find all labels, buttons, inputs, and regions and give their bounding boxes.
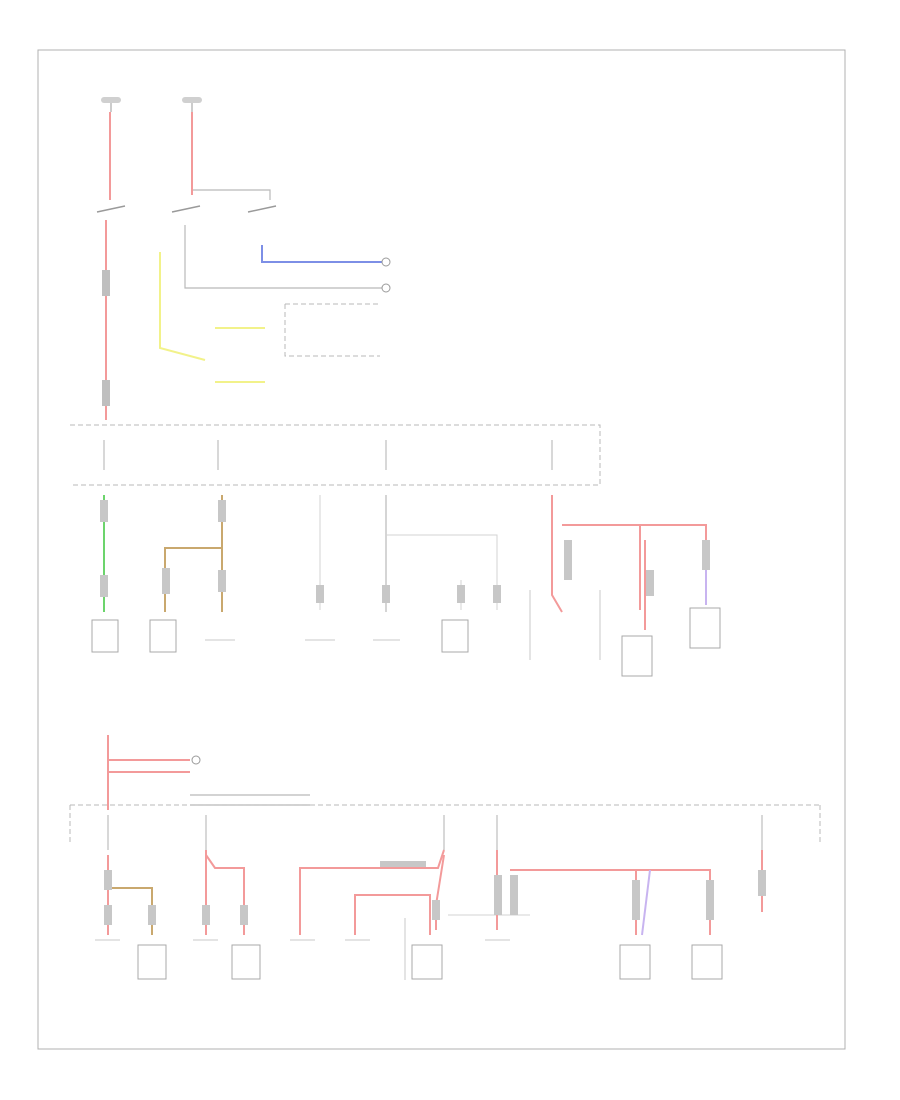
ignition-switch-bar <box>192 189 271 200</box>
diagram-frame <box>37 49 846 1050</box>
component-ticks-row-2 <box>95 918 510 980</box>
connector-gray-end <box>381 283 391 293</box>
wire-gray-bus <box>190 794 310 806</box>
wire-blue <box>261 245 382 263</box>
wire-yellow-main <box>159 252 206 361</box>
wire-tan <box>164 547 222 612</box>
components-row-1 <box>91 607 721 677</box>
ignition-switch-contacts <box>96 205 277 213</box>
connectors-main <box>102 270 110 406</box>
connectors-row-1 <box>100 500 710 603</box>
wire-red-b6 <box>496 850 711 935</box>
fuse-block-1-taps <box>103 440 553 470</box>
wire-red-b2 <box>205 850 245 935</box>
connector-bottom-end <box>191 755 201 765</box>
wire-red-b4 <box>354 894 431 935</box>
relay-box-outline <box>284 303 380 357</box>
wire-red-bottom-feed <box>107 735 190 810</box>
wire-tan-b1 <box>108 887 153 935</box>
power-source-1 <box>101 97 121 112</box>
wire-blue-b7 <box>641 869 651 936</box>
wire-red-right-drop <box>639 525 646 630</box>
fuse-block-2-outline <box>69 804 821 845</box>
wire-thin-mid-3 <box>386 534 498 610</box>
fuse-block-2-taps <box>107 815 763 850</box>
component-ticks-row-1 <box>205 590 601 660</box>
connector-blue-end <box>381 257 391 267</box>
wire-gray-top <box>184 225 382 289</box>
wire-red-b3 <box>299 849 445 935</box>
components-row-2 <box>137 944 723 980</box>
connectors-row-2 <box>104 861 766 925</box>
power-source-2 <box>182 97 202 112</box>
wire-red-main-feed <box>105 112 111 420</box>
wire-red-right <box>551 495 707 613</box>
fuse-block-1-outline <box>70 424 601 486</box>
